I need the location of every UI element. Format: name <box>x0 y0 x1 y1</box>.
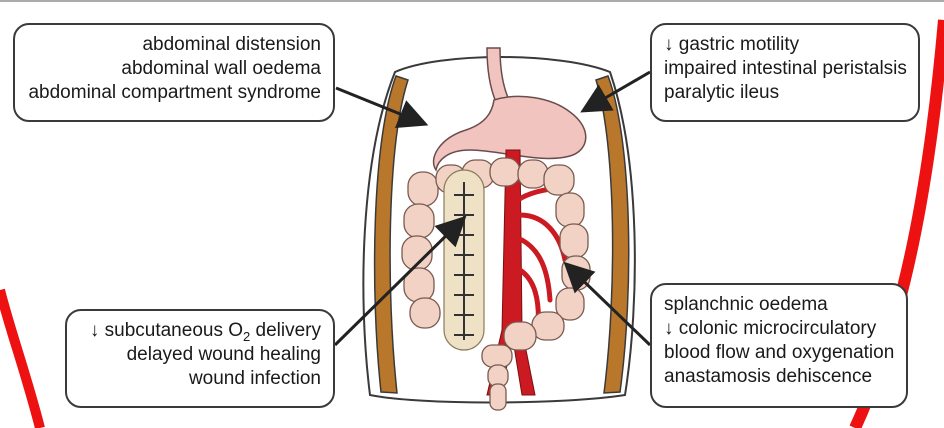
callout-splanchnic-oedema: splanchnic oedema ↓ colonic microcircula… <box>650 283 908 408</box>
callout-line: anastamosis dehiscence <box>664 365 894 389</box>
callout-line: ↓ colonic microcirculatory <box>664 317 894 341</box>
callout-line: splanchnic oedema <box>664 293 894 317</box>
callout-line: delayed wound healing <box>79 343 321 367</box>
red-frame-arc-left <box>0 290 40 428</box>
o2-prefix: ↓ subcutaneous O <box>90 320 243 341</box>
callout-gastric-motility: ↓ gastric motility impaired intestinal p… <box>650 23 920 122</box>
callout-line: blood flow and oxygenation <box>664 341 894 365</box>
callout-line-o2: ↓ subcutaneous O2 delivery <box>79 319 321 343</box>
callout-line: abdominal wall oedema <box>27 57 321 81</box>
callout-line: abdominal distension <box>27 33 321 57</box>
callout-line: ↓ gastric motility <box>664 33 906 57</box>
o2-suffix: delivery <box>250 320 321 341</box>
callout-line: abdominal compartment syndrome <box>27 81 321 105</box>
callout-line: wound infection <box>79 367 321 391</box>
callout-abdominal-distension: abdominal distension abdominal wall oede… <box>13 23 335 122</box>
callout-wound-healing: ↓ subcutaneous O2 delivery delayed wound… <box>65 309 335 408</box>
callout-line: impaired intestinal peristalsis <box>664 57 906 81</box>
callout-line: paralytic ileus <box>664 81 906 105</box>
